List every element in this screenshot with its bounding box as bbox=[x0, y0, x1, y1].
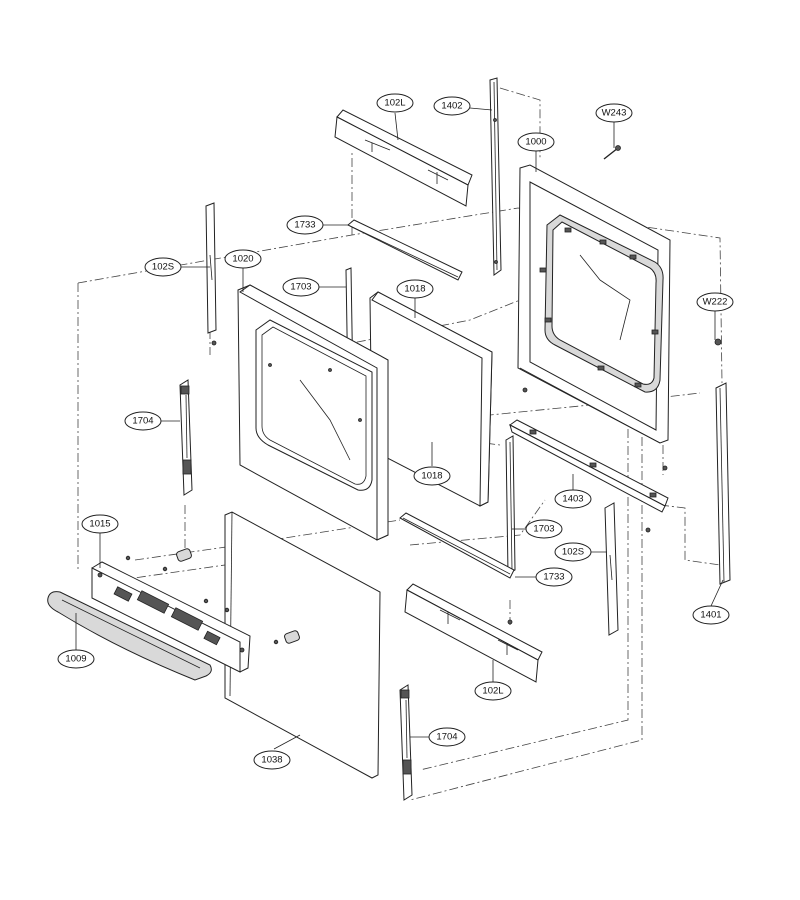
callout-1009: 1009 bbox=[57, 649, 95, 669]
callout-1000: 1000 bbox=[517, 132, 555, 152]
part-1403-bracket bbox=[509, 387, 669, 533]
svg-text:1704: 1704 bbox=[436, 732, 457, 743]
callout-1018-mid: 1018 bbox=[413, 466, 451, 486]
svg-text:1704: 1704 bbox=[132, 416, 153, 427]
callout-1703-mid: 1703 bbox=[525, 519, 563, 539]
svg-text:1733: 1733 bbox=[543, 572, 564, 583]
svg-text:1733: 1733 bbox=[294, 220, 315, 231]
svg-text:1401: 1401 bbox=[700, 610, 721, 621]
part-102L-top-trim bbox=[334, 109, 473, 207]
svg-text:1703: 1703 bbox=[533, 524, 554, 535]
callout-1402: 1402 bbox=[433, 96, 471, 116]
svg-text:1015: 1015 bbox=[89, 519, 110, 530]
callout-W222: W222 bbox=[696, 292, 734, 312]
part-W243-screw bbox=[603, 145, 621, 160]
part-1018-glass-panel bbox=[369, 291, 493, 507]
svg-text:1000: 1000 bbox=[525, 137, 546, 148]
part-1020-door-frame bbox=[237, 284, 389, 541]
part-1009-handle bbox=[47, 591, 212, 681]
part-102S-left-trim bbox=[205, 202, 217, 346]
part-1401-strip bbox=[715, 382, 731, 585]
callout-1704-left: 1704 bbox=[124, 411, 162, 431]
part-1000-door-frame bbox=[517, 164, 671, 444]
part-102S-right-trim bbox=[604, 502, 619, 636]
svg-text:102L: 102L bbox=[384, 98, 405, 109]
callout-102L-top: 102L bbox=[376, 93, 414, 113]
part-1703-mid-spacer bbox=[505, 435, 516, 575]
part-1038-outer-glass bbox=[224, 511, 381, 779]
callout-1733-top: 1733 bbox=[286, 215, 324, 235]
part-W222-screw bbox=[714, 338, 722, 346]
svg-text:1018: 1018 bbox=[421, 471, 442, 482]
svg-text:W243: W243 bbox=[602, 108, 627, 119]
svg-text:1403: 1403 bbox=[562, 494, 583, 505]
callout-1703-top: 1703 bbox=[282, 277, 320, 297]
callouts: 102L 1402 W243 1000 1733 102S 1020 1703 bbox=[57, 93, 734, 770]
callout-102L-bottom: 102L bbox=[474, 681, 512, 701]
svg-text:102L: 102L bbox=[482, 686, 503, 697]
callout-W243: W243 bbox=[595, 103, 633, 123]
part-1733-top-rail bbox=[347, 219, 463, 281]
svg-text:1020: 1020 bbox=[232, 254, 253, 265]
svg-text:1703: 1703 bbox=[290, 282, 311, 293]
part-102L-bottom-trim bbox=[404, 583, 543, 683]
callout-1018-top: 1018 bbox=[396, 279, 434, 299]
svg-text:1009: 1009 bbox=[65, 654, 86, 665]
svg-text:102S: 102S bbox=[152, 262, 174, 273]
callout-102S-left: 102S bbox=[144, 257, 182, 277]
callout-1020: 1020 bbox=[224, 249, 262, 269]
part-1704-bottom-hinge bbox=[399, 684, 413, 801]
part-bushing-right bbox=[284, 630, 300, 644]
callout-1733-mid: 1733 bbox=[535, 567, 573, 587]
part-1015-control-panel bbox=[91, 555, 279, 673]
part-1733-mid-rail bbox=[399, 512, 515, 625]
callout-1401: 1401 bbox=[692, 605, 730, 625]
part-bushing-left bbox=[176, 548, 192, 562]
callout-1015: 1015 bbox=[81, 514, 119, 534]
callout-1038: 1038 bbox=[253, 750, 291, 770]
svg-text:W222: W222 bbox=[703, 297, 728, 308]
svg-text:1018: 1018 bbox=[404, 284, 425, 295]
part-1402-strip bbox=[489, 77, 502, 276]
svg-text:1402: 1402 bbox=[441, 101, 462, 112]
svg-text:102S: 102S bbox=[562, 547, 584, 558]
callout-102S-right: 102S bbox=[554, 542, 592, 562]
callout-1704-bottom: 1704 bbox=[428, 727, 466, 747]
part-1704-left-hinge bbox=[179, 379, 193, 496]
callout-1403: 1403 bbox=[554, 489, 592, 509]
svg-text:1038: 1038 bbox=[261, 755, 282, 766]
